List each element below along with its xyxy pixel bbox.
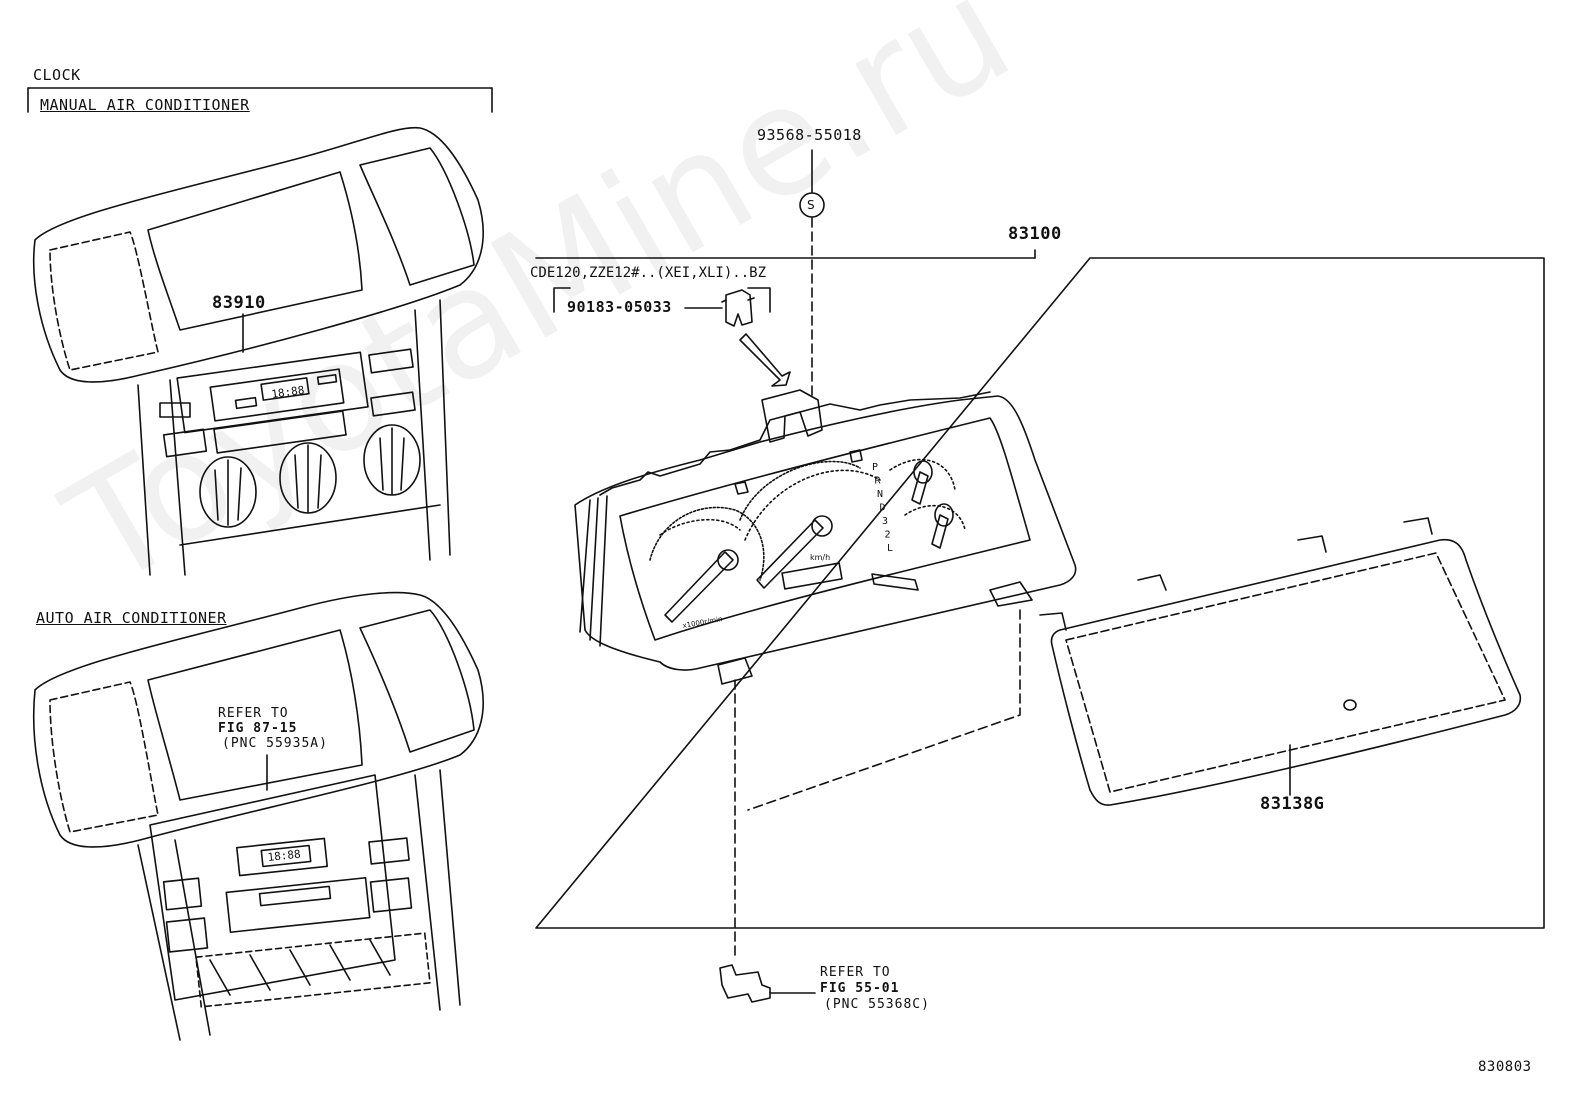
part-number-93568-55018: 93568-55018 — [757, 126, 862, 144]
manual-ac-label: MANUAL AIR CONDITIONER — [40, 96, 250, 114]
auto-refer-line3: (PNC 55935A) — [222, 736, 328, 751]
auto-ac-dashboard-illustration — [32, 591, 484, 1041]
auto-refer-line1: REFER TO — [218, 706, 289, 721]
auto-ac-label: AUTO AIR CONDITIONER — [36, 609, 227, 627]
bracket-refer-line2: FIG 55-01 — [820, 981, 900, 996]
bulb-symbol — [799, 192, 825, 218]
variant-note: CDE120,ZZE12#..(XEI,XLI)..BZ — [530, 265, 767, 281]
manual-clock-display: 18:88 — [271, 383, 306, 400]
bracket-illustration — [719, 964, 816, 1003]
bracket-refer-line3: (PNC 55368C) — [824, 997, 930, 1012]
clock-heading: CLOCK — [33, 66, 81, 84]
part-number-83138G: 83138G — [1260, 794, 1325, 814]
manual-ac-dashboard-illustration — [27, 87, 493, 576]
gear-letter-l: L — [887, 543, 893, 554]
gear-letter-2: 2 — [885, 530, 891, 541]
meter-group-box — [535, 249, 1545, 929]
clip-illustration — [684, 289, 791, 387]
gear-letter-r: R — [875, 476, 882, 487]
part-number-83100: 83100 — [1008, 224, 1062, 244]
part-number-83910: 83910 — [212, 293, 266, 313]
tach-unit-label: x1000r/min — [682, 615, 723, 630]
auto-refer-line2: FIG 87-15 — [218, 721, 298, 736]
gear-letter-3: 3 — [882, 516, 888, 527]
part-number-90183-05033: 90183-05033 — [567, 298, 672, 316]
gear-letter-p: P — [872, 462, 878, 473]
meter-glass-illustration — [1039, 517, 1522, 806]
auto-clock-display: 18:88 — [267, 848, 301, 864]
gear-letter-d: D — [880, 503, 886, 514]
bracket-refer-line1: REFER TO — [820, 965, 891, 980]
gear-letter-n: N — [877, 489, 883, 500]
bulb-symbol-letter: S — [807, 198, 815, 212]
speed-unit-label: km/h — [810, 553, 830, 562]
figure-id: 830803 — [1478, 1059, 1532, 1075]
combination-meter-illustration — [574, 389, 1077, 961]
